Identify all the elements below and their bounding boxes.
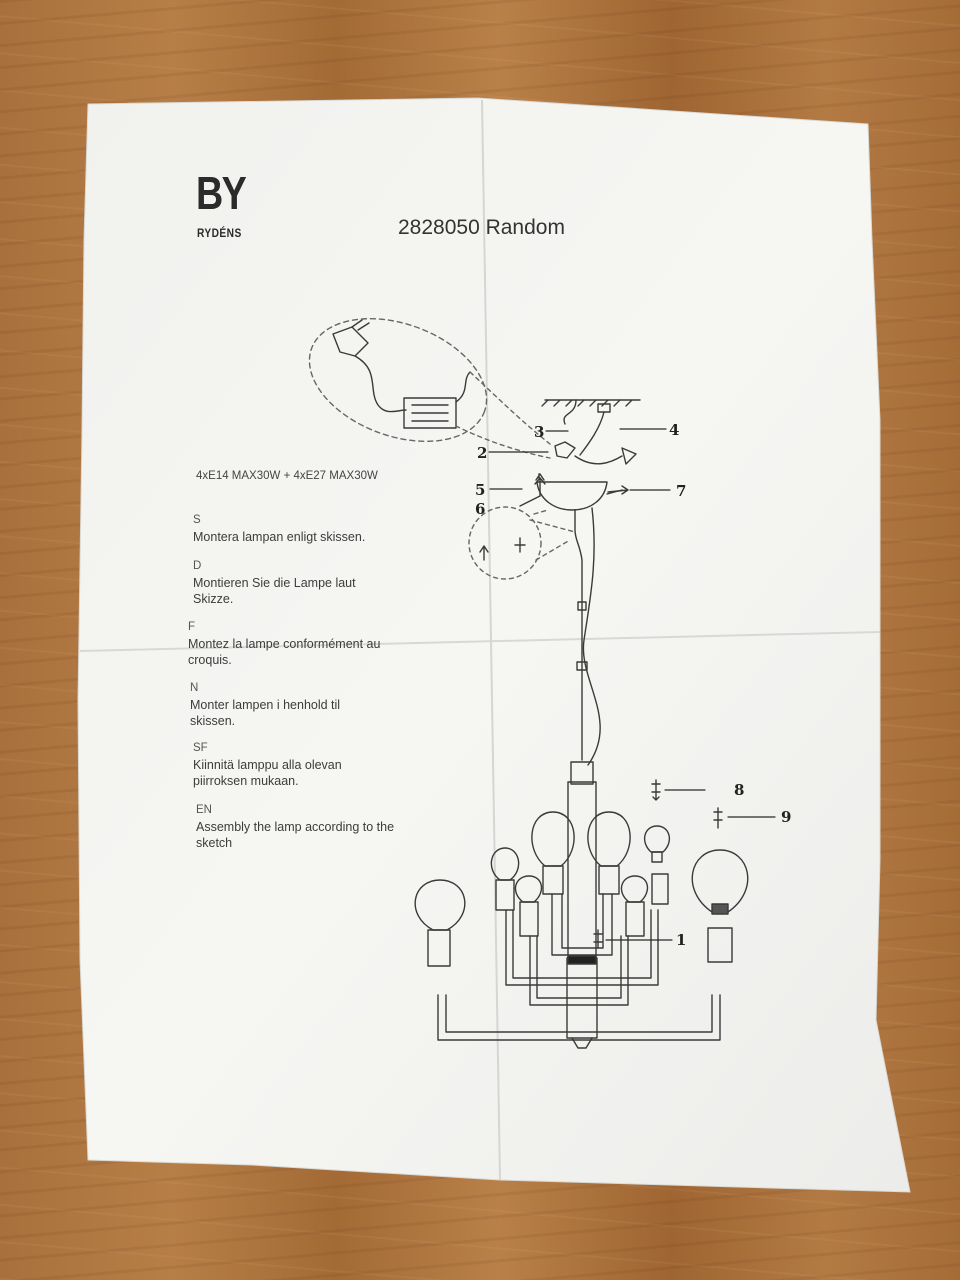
bulb-specification: 4xE14 MAX30W + 4xE27 MAX30W [196,470,378,482]
cable-and-rod [567,507,601,963]
instruction-en: EN Assembly the lamp according to the sk… [196,804,411,851]
language-code: F [188,621,196,633]
language-code: S [193,514,201,526]
instruction-text: Montieren Sie die Lampe laut Skizze. [193,576,356,606]
instruction-no: N Monter lampen i henhold til skissen. [190,682,375,729]
instruction-de: D Montieren Sie die Lampe laut Skizze. [193,560,383,607]
arrow-icon [534,477,546,497]
callout-9: 9 [781,808,792,826]
screw-icon [713,807,723,829]
instruction-fr: F Montez la lampe conformément au croqui… [188,621,403,668]
detail-inset [468,506,576,580]
brand-logo-subtitle: RYDÉNS [197,226,242,240]
plug-connector-inset [308,317,551,459]
bulbs [414,811,749,967]
callout-7: 7 [676,482,687,500]
instruction-text: Montez la lampe conformément au croquis. [188,637,381,667]
language-code: SF [193,742,208,754]
brand-logo: BY [196,167,247,219]
callout-leaders [488,428,776,941]
language-code: EN [196,804,212,816]
callout-5: 5 [475,481,486,499]
callout-4: 4 [669,421,680,439]
language-code: D [193,560,202,572]
callout-8: 8 [734,781,745,799]
chandelier-arms [437,893,721,1049]
instruction-text: Monter lampen i henhold til skissen. [190,698,341,728]
ceiling-mount [541,399,641,465]
document-title: 2828050 Random [398,216,565,239]
callout-2: 2 [477,444,488,462]
bulb-icon [414,879,466,931]
instruction-fi: SF Kiinnitä lamppu alla olevan piirrokse… [193,742,378,789]
instruction-text: Kiinnitä lamppu alla olevan piirroksen m… [193,758,342,788]
instruction-sv: S Montera lampan enligt skissen. [193,514,393,545]
callout-6: 6 [475,500,486,518]
callout-1: 1 [676,931,687,949]
ceiling-canopy [519,473,623,511]
screw-icon [607,485,629,495]
callout-3: 3 [534,423,545,441]
language-code: N [190,682,199,694]
screw-icon [651,779,661,801]
instruction-text: Montera lampan enligt skissen. [193,530,366,544]
instruction-text: Assembly the lamp according to the sketc… [196,820,395,850]
socket-icon [427,929,451,967]
screw-icon [593,929,603,949]
